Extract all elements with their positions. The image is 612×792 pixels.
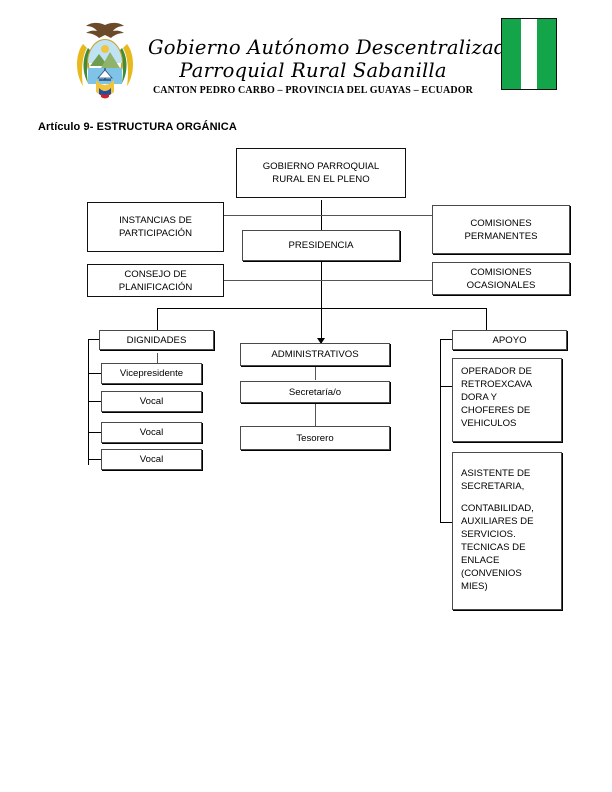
flag-stripe-right [536,19,556,89]
node-asistente-secretaria[interactable]: ASISTENTE DE SECRETARIA, CONTABILIDAD, A… [452,452,562,610]
connector-stub-vocal-3 [88,459,102,461]
node-vocal-3[interactable]: Vocal [101,449,202,470]
title-line-1: Gobierno Autónomo Descentralizado [148,36,519,59]
sabanilla-flag-icon [501,18,557,90]
connector-stub-operador [440,386,454,388]
connector-root-down [321,200,323,346]
connector-bus-left-drop [157,308,159,331]
node-tesorero[interactable]: Tesorero [240,426,390,450]
flag-stripe-left [502,19,522,89]
page-title: Artículo 9- ESTRUCTURA ORGÁNICA [38,121,237,133]
ecuador-coat-of-arms-icon [63,18,147,102]
connector-stub-vocal-1 [88,401,102,403]
node-presidencia[interactable]: PRESIDENCIA [242,230,400,261]
connector-stub-dignidades [88,339,102,341]
title-subtitle: CANTON PEDRO CARBO – PROVINCIA DEL GUAYA… [152,85,474,96]
connector-stub-asistente [440,522,454,524]
node-vocal-2[interactable]: Vocal [101,422,202,443]
document-header: Gobierno Autónomo Descentralizado Parroq… [0,0,612,112]
connector-level3-bus [157,308,487,310]
connector-stub-vocal-2 [88,432,102,434]
node-vocal-1[interactable]: Vocal [101,391,202,412]
organization-title: Gobierno Autónomo Descentralizado Parroq… [148,36,519,96]
node-consejo-planificacion[interactable]: CONSEJO DE PLANIFICACIÓN [87,264,224,297]
connector-apoyo-spine [440,339,442,523]
connector-bus-right-drop [486,308,488,331]
title-line-2: Parroquial Rural Sabanilla [179,59,447,82]
connector-dignidades-to-vice [157,353,159,365]
node-operador-retroexcavadora[interactable]: OPERADOR DE RETROEXCAVA DORA Y CHOFERES … [452,358,562,442]
node-instancias-participacion[interactable]: INSTANCIAS DE PARTICIPACIÓN [87,202,224,252]
node-administrativos[interactable]: ADMINISTRATIVOS [240,343,390,366]
node-dignidades[interactable]: DIGNIDADES [99,330,214,350]
connector-admin-to-secretaria [315,366,317,380]
connector-secretaria-to-tesorero [315,402,317,426]
node-comisiones-ocasionales[interactable]: COMISIONES OCASIONALES [432,262,570,295]
node-comisiones-permanentes[interactable]: COMISIONES PERMANENTES [432,205,570,254]
node-apoyo[interactable]: APOYO [452,330,567,350]
node-vicepresidente[interactable]: Vicepresidente [101,363,202,384]
connector-stub-vicepresidente [88,373,102,375]
node-gobierno-parroquial-pleno[interactable]: GOBIERNO PARROQUIAL RURAL EN EL PLENO [236,148,406,198]
connector-row2-lower [223,280,433,282]
arrow-to-administrativos [317,338,325,344]
node-secretaria[interactable]: Secretaría/o [240,381,390,403]
connector-stub-apoyo [440,339,454,341]
connector-row2-upper [223,215,433,217]
